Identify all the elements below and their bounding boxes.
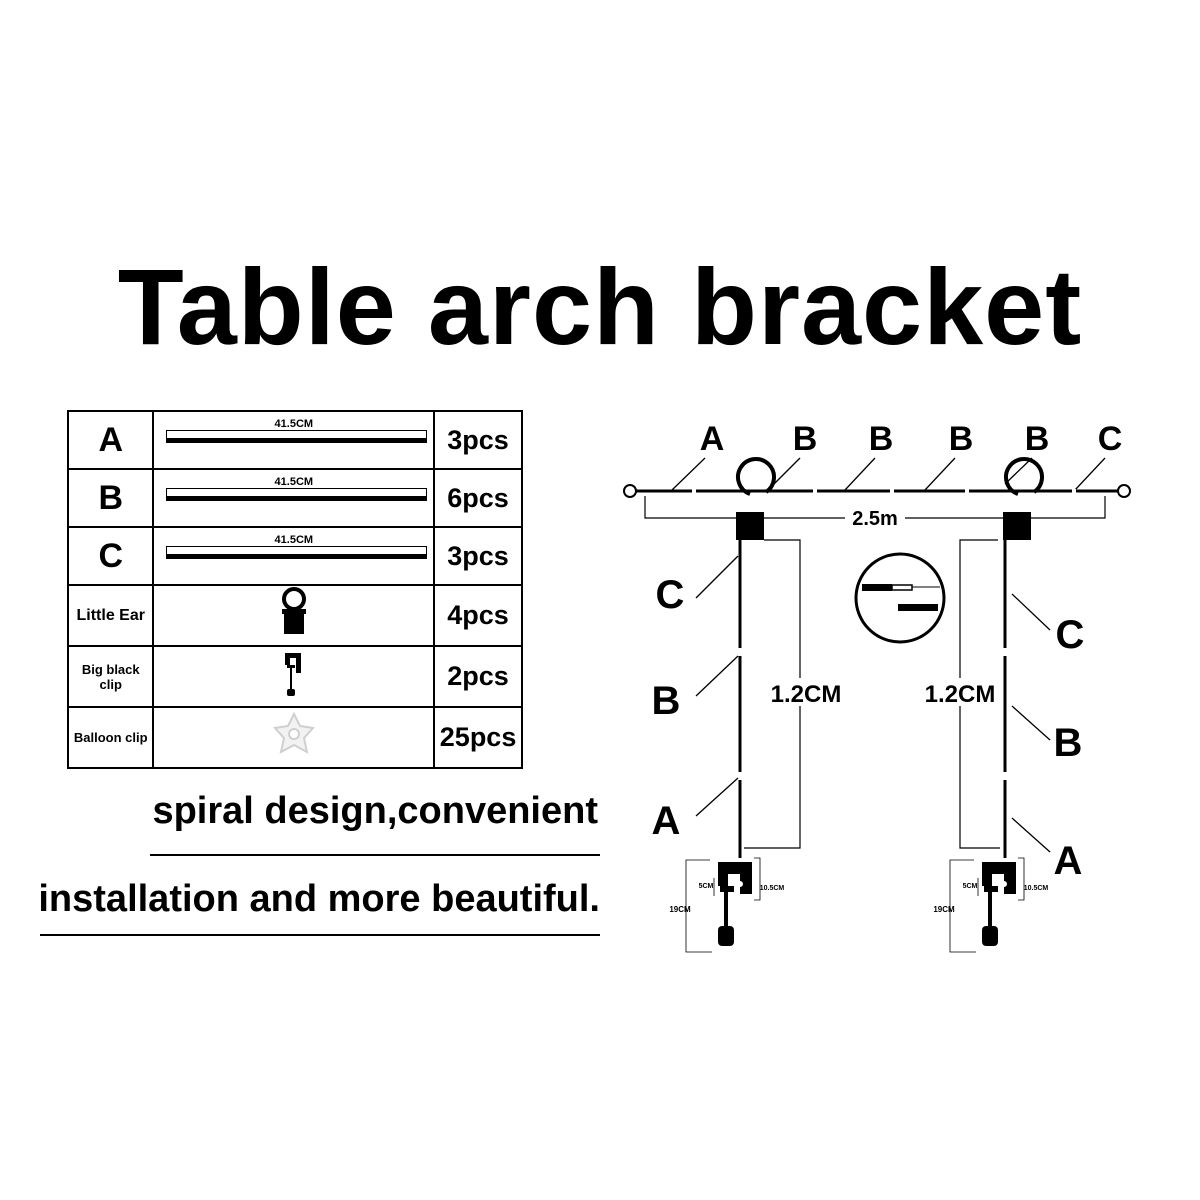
tagline-line-2: installation and more beautiful. (38, 878, 600, 920)
little-ear-icon (281, 587, 306, 634)
little-ear-picture (152, 584, 436, 647)
table-row: Balloon clip 25pcs (66, 706, 523, 769)
left-clamp-icon (718, 862, 752, 946)
part-quantity: 25pcs (433, 706, 523, 769)
rod-length: 41.5CM (271, 534, 317, 546)
left-label: A (652, 799, 681, 843)
big-clip-picture (152, 645, 436, 708)
rod-picture: 41.5CM (152, 468, 436, 528)
top-label: C (1098, 420, 1123, 458)
right-little-ear-icon (1003, 457, 1044, 540)
table-row: B 41.5CM 6pcs (66, 468, 523, 528)
left-little-ear-icon (736, 457, 776, 540)
table-row: Little Ear 4pcs (66, 584, 523, 647)
parts-table: A 41.5CM 3pcs B 41.5CM 6pcs C 41.5CM 3pc… (66, 410, 523, 769)
right-clamp-icon (982, 862, 1016, 946)
top-leader-lines (671, 457, 1106, 491)
balloon-clip-picture (152, 706, 436, 769)
rod-picture: 41.5CM (152, 526, 436, 586)
balloon-clip-icon (272, 711, 315, 754)
top-rod (623, 484, 1131, 498)
top-label: A (700, 420, 725, 458)
part-quantity: 3pcs (433, 410, 523, 470)
left-clamp-dimensions (685, 857, 761, 953)
clip-dim-label: 10.5CM (760, 885, 785, 892)
page-title: Table arch bracket (117, 246, 1083, 367)
tagline-line-1: spiral design,convenient (152, 790, 598, 832)
rod-length: 41.5CM (271, 476, 317, 488)
right-label: B (1054, 721, 1083, 765)
top-label: B (1025, 420, 1050, 458)
part-name: C (66, 526, 155, 586)
part-quantity: 4pcs (433, 584, 523, 647)
top-label: B (869, 420, 894, 458)
width-label: 2.5m (852, 508, 898, 530)
rod-length: 41.5CM (271, 418, 317, 430)
part-name: Little Ear (66, 584, 155, 647)
left-label: B (652, 679, 681, 723)
rod-picture: 41.5CM (152, 410, 436, 470)
table-row: C 41.5CM 3pcs (66, 526, 523, 586)
clip-dim-label: 19CM (669, 905, 691, 914)
clip-dim-label: 5CM (963, 883, 978, 890)
part-quantity: 3pcs (433, 526, 523, 586)
part-name: B (66, 468, 155, 528)
part-quantity: 6pcs (433, 468, 523, 528)
rod-b-icon (166, 488, 428, 501)
table-row: Big black clip 2pcs (66, 645, 523, 708)
part-quantity: 2pcs (433, 645, 523, 708)
clip-dim-label: 10.5CM (1024, 885, 1049, 892)
table-row: A 41.5CM 3pcs (66, 410, 523, 470)
tagline-underline-1 (150, 854, 600, 856)
part-name: A (66, 410, 155, 470)
clip-dim-label: 5CM (699, 883, 714, 890)
part-name: Big black clip (66, 645, 155, 708)
rod-a-icon (166, 430, 428, 443)
right-label: A (1054, 839, 1083, 883)
joint-detail-icon (854, 552, 946, 644)
right-height-label: 1.2CM (925, 681, 996, 708)
top-label: B (793, 420, 818, 458)
clip-dim-label: 19CM (933, 905, 955, 914)
left-label: C (656, 573, 685, 617)
right-label: C (1056, 613, 1085, 657)
tagline-underline-2 (40, 934, 600, 936)
assembly-diagram: A B B B B C 2.5m 1.2CM C (623, 420, 1131, 953)
top-label: B (949, 420, 974, 458)
right-clamp-dimensions (949, 857, 1025, 953)
big-black-clip-icon (284, 653, 301, 696)
left-height-label: 1.2CM (771, 681, 842, 708)
part-name: Balloon clip (66, 706, 155, 769)
rod-c-icon (166, 546, 428, 559)
